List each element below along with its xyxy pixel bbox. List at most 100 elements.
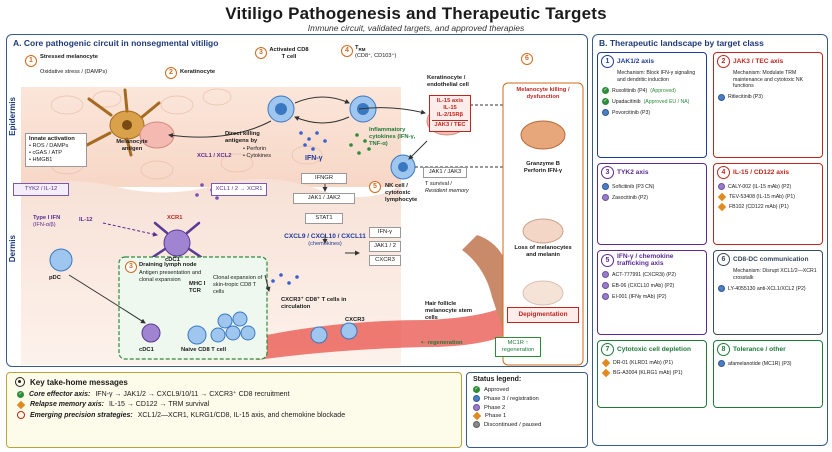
naive-cd8-shape — [187, 325, 207, 345]
card-number: 6 — [717, 253, 730, 266]
xcl-label: XCL1 / XCL2 — [197, 153, 232, 159]
il12-label: IL-12 — [79, 217, 93, 223]
cdc1-label: cDC1 — [165, 257, 180, 263]
phase3-dot-icon — [718, 360, 725, 367]
step-4-tail: (CD8⁺, CD103⁺) — [355, 53, 397, 59]
takehome-text: XCL1/2—XCR1, KLRG1/CD8, IL-15 axis, and … — [137, 411, 346, 419]
card-number: 8 — [717, 343, 730, 356]
damaged-melanocyte-shape — [522, 218, 564, 244]
il15-box-l3: IL-2/15Rβ — [436, 111, 464, 118]
takehome-rows: ✓Core effector axis:IFN-γ → JAK1/2 → CXC… — [7, 390, 461, 419]
target-icon — [17, 411, 25, 419]
drug-item: FB102 (CD122 mAb) (P1) — [714, 202, 822, 212]
legend-label: Phase 2 — [484, 404, 506, 411]
ifngr-box: IFNGR — [301, 173, 347, 184]
legend-item: ✓Approved — [473, 386, 581, 393]
step-3b-badge: 3 — [125, 261, 137, 273]
drug-name: Ritlecitinib (P3) — [728, 94, 763, 100]
drug-item: CALY-002 (IL-15 mAb) (P2) — [714, 181, 822, 192]
hair-follicle-label: Hair follicle melanocyte stem cells — [425, 301, 473, 321]
mc1r-box: MC1R ↑ regeneration — [495, 337, 541, 357]
resident-memory-text: Resident memory — [425, 187, 469, 194]
keratinocyte-endo-label: Keratinocyte / endothelial cell — [427, 75, 469, 88]
trm-survival-text: T survival / — [425, 181, 452, 187]
takehome-box: Key take-home messages ✓Core effector ax… — [6, 372, 462, 448]
il15-box-l2: IL-15 — [443, 104, 457, 111]
skin-illustration — [21, 82, 584, 366]
chemokines-sub: (chemokines) — [308, 241, 342, 247]
mhc-tcr-label: MHC I TCR — [189, 281, 206, 294]
lost-melanocyte-shape — [522, 280, 564, 306]
granzyme-label: Granzyme B Perforin IFN-γ — [523, 161, 563, 174]
phase2-dot-icon — [602, 282, 609, 289]
dermis-label: Dermis — [8, 235, 17, 263]
circulating-cells — [310, 322, 358, 344]
stat1-box: STAT1 — [305, 213, 343, 224]
drug-name: DR-01 (KLRD1 mAb) (P1) — [613, 360, 673, 366]
clonal-label: Clonal expansion of skin-tropic CD8 T ce… — [213, 275, 263, 295]
card-title: IFN-γ / chemokine trafficking axis — [617, 253, 674, 267]
drug-item: TEV-53408 (IL-15 mAb) (P1) — [714, 192, 822, 202]
approved-check-icon: ✓ — [473, 386, 480, 393]
card-title: TYK2 axis — [617, 169, 649, 176]
takehome-text: IL-15 → CD122 → TRM survival — [108, 401, 210, 408]
innate-item: • ROS / DAMPs — [29, 142, 69, 149]
step-1-title: Stressed melanocyte — [40, 54, 98, 60]
card-mechanism: Mechanism: Modulate TRM maintenance and … — [733, 70, 804, 89]
drug-name: EI-001 (IFNγ mAb) (P2) — [612, 293, 667, 300]
step-6-title: Melanocyte killing / dysfunction — [516, 87, 570, 100]
nk-cell-shape — [390, 154, 416, 180]
panel-b-heading: B. Therapeutic landscape by target class — [599, 38, 764, 48]
phase3-dot-icon — [718, 285, 725, 292]
step-6-badge: 6 — [521, 53, 533, 65]
drug-name: afamelanotide (MC1R) (P3) — [728, 360, 792, 367]
takehome-text: IFN-γ → JAK1/2 → CXCL9/10/11 → CXCR3⁺ CD… — [95, 391, 290, 398]
step-3b-sub: Antigen presentation and clonal expansio… — [139, 270, 202, 283]
approved-check-icon: ✓ — [602, 87, 609, 94]
legend-dot-icon — [473, 421, 480, 428]
drug-item: LY-4055130 anti-XCL1/XCL2 (P2) — [714, 283, 822, 294]
panel-b: B. Therapeutic landscape by target class… — [592, 34, 828, 446]
legend-item: Phase 3 / registration — [473, 395, 581, 402]
drug-name: Upadacitinib — [612, 98, 641, 105]
card-number: 7 — [601, 343, 614, 356]
legend-dot-icon — [473, 395, 480, 402]
cd8-tcell-shape — [267, 95, 295, 123]
drug-item: ✓Ruxolitinib (P4) (Approved) — [598, 85, 706, 96]
innate-item: • HMGB1 — [29, 156, 53, 163]
drug-annotation: (Approved EU / NA) — [643, 98, 690, 105]
phase1-diamond-icon — [601, 368, 611, 378]
killing-melanocyte-shape — [520, 120, 566, 150]
step-1-badge: 1 — [25, 55, 37, 67]
innate-box: Innate activation • ROS / DAMPs • cGAS /… — [25, 133, 87, 167]
jak13-box: JAK1 / JAK3 — [423, 167, 467, 178]
takehome-row: ✓Core effector axis:IFN-γ → JAK1/2 → CXC… — [17, 390, 451, 398]
pdc-shape — [49, 248, 73, 272]
approved-check-icon: ✓ — [602, 98, 609, 105]
xcr1-label: XCR1 — [167, 215, 183, 221]
phase1-diamond-icon — [717, 202, 727, 212]
melanocyte-label: Melanocyte antigen — [116, 139, 148, 152]
drug-item: EB-06 (CXCL10 mAb) (P2) — [598, 280, 706, 291]
direct-kill-label: Direct killing antigens by — [225, 131, 260, 144]
gene-box: IFN-γ — [369, 227, 401, 238]
phase2-dot-icon — [602, 194, 609, 201]
step-4-title: TRM — [355, 45, 366, 53]
clonal-cells — [210, 311, 256, 343]
phase3-dot-icon — [602, 109, 609, 116]
phase3-dot-icon — [718, 93, 725, 101]
pdc-label: pDC — [49, 275, 61, 281]
epidermis-label: Epidermis — [8, 97, 17, 136]
drug-item: afamelanotide (MC1R) (P3) — [714, 358, 822, 369]
card-number: 5 — [601, 253, 614, 267]
legend-item: Phase 1 — [472, 411, 581, 421]
